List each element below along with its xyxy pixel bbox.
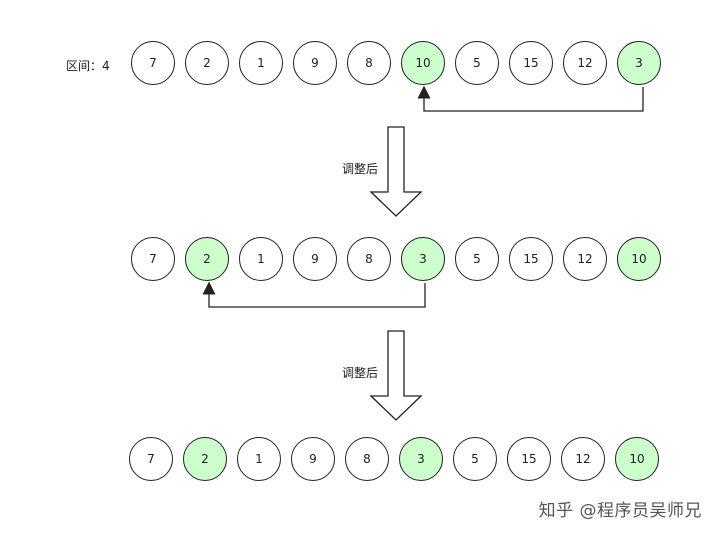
array-element: 2 [183, 437, 227, 481]
array-element: 9 [291, 437, 335, 481]
array-element: 7 [131, 41, 175, 85]
array-element: 1 [239, 237, 283, 281]
array-element: 15 [509, 237, 553, 281]
array-element: 2 [185, 237, 229, 281]
interval-label: 区间：4 [66, 59, 110, 73]
array-element: 3 [399, 437, 443, 481]
array-element: 2 [185, 41, 229, 85]
array-element: 15 [509, 41, 553, 85]
array-element: 10 [617, 237, 661, 281]
array-element: 7 [131, 237, 175, 281]
array-element: 8 [347, 41, 391, 85]
array-element: 12 [563, 41, 607, 85]
array-element: 9 [293, 41, 337, 85]
step-label-1: 调整后 [342, 162, 379, 176]
array-element: 1 [239, 41, 283, 85]
watermark: 知乎 @程序员吴师兄 [538, 501, 702, 521]
swap-arrow-1 [417, 85, 644, 112]
array-element: 5 [455, 41, 499, 85]
array-element: 3 [617, 41, 661, 85]
down-arrow-2 [369, 330, 423, 421]
array-element: 8 [347, 237, 391, 281]
array-element: 12 [561, 437, 605, 481]
array-element: 9 [293, 237, 337, 281]
array-element: 7 [129, 437, 173, 481]
array-element: 10 [615, 437, 659, 481]
array-element: 15 [507, 437, 551, 481]
down-arrow-1 [369, 126, 423, 217]
step-label-2: 调整后 [342, 366, 379, 380]
swap-arrow-2 [202, 281, 426, 308]
array-element: 5 [453, 437, 497, 481]
array-element: 10 [401, 41, 445, 85]
array-element: 12 [563, 237, 607, 281]
array-element: 8 [345, 437, 389, 481]
array-element: 3 [401, 237, 445, 281]
array-element: 5 [455, 237, 499, 281]
array-element: 1 [237, 437, 281, 481]
